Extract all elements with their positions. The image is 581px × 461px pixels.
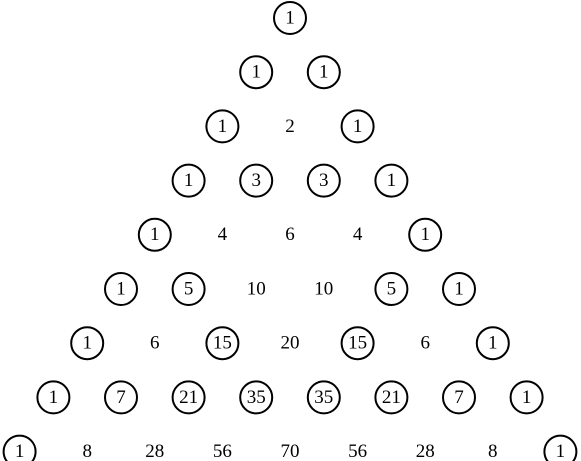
entry-circle: [340, 109, 375, 144]
entry-circle: [205, 326, 240, 361]
circled-entry-value: 15: [348, 333, 367, 354]
triangle-row-0: 1: [273, 1, 307, 35]
triangle-row-3: 1 3 3 1: [171, 163, 409, 198]
circled-entry-value: 1: [420, 224, 430, 245]
entry-circle: [408, 217, 443, 252]
entry-circle: [442, 380, 476, 415]
entry-circle: [104, 272, 138, 306]
entry-circle: [70, 326, 105, 361]
circled-entry-value: 1: [15, 441, 25, 461]
circled-entry-value: 15: [213, 333, 232, 354]
entry-circle: [273, 1, 307, 35]
circled-entry-value: 1: [251, 62, 261, 83]
entry-circle: [2, 434, 37, 461]
entry-value: 70: [281, 441, 300, 461]
entry-circle: [374, 272, 409, 306]
circled-entry-value: 1: [218, 116, 228, 137]
circled-entry-value: 1: [319, 62, 329, 83]
entry-value: 8: [488, 441, 498, 461]
entry-circle: [137, 217, 172, 252]
circled-entry-value: 5: [387, 278, 397, 299]
triangle-row-7: 1 7 21 35 35 21 7 1: [36, 380, 544, 415]
circled-entry-value: 35: [314, 387, 333, 408]
entry-value: 10: [314, 278, 333, 299]
entry-circle: [509, 380, 544, 415]
entry-circle: [171, 272, 206, 306]
circled-entry-value: 1: [150, 224, 160, 245]
entry-circle: [306, 380, 341, 415]
entry-circle: [340, 326, 375, 361]
triangle-row-5: 1 5 10 10 5 1: [104, 272, 476, 306]
circled-entry-value: 21: [382, 387, 401, 408]
circled-entry-value: 1: [387, 170, 397, 191]
circled-entry-value: 1: [488, 333, 498, 354]
entry-circle: [374, 163, 409, 198]
circled-entry-value: 3: [251, 170, 261, 191]
entry-circle: [104, 380, 138, 415]
entry-value: 6: [420, 333, 430, 354]
circled-entry-value: 1: [116, 278, 126, 299]
entry-value: 10: [247, 278, 266, 299]
triangle-row-2: 1 2 1: [205, 109, 375, 144]
circled-entry-value: 1: [353, 116, 363, 137]
entry-value: 2: [285, 116, 295, 137]
entry-circle: [306, 55, 341, 90]
entry-circle: [543, 434, 578, 461]
entry-value: 56: [348, 441, 367, 461]
circled-entry-value: 1: [82, 333, 92, 354]
circled-entry-value: 7: [116, 387, 126, 408]
entry-circle: [442, 272, 476, 306]
entry-circle: [205, 109, 240, 144]
entry-circle: [239, 380, 274, 415]
circled-entry-value: 1: [556, 441, 566, 461]
entry-value: 28: [416, 441, 435, 461]
circled-entry-value: 1: [285, 7, 295, 28]
entry-value: 6: [285, 224, 295, 245]
triangle-row-4: 1 4 6 4 1: [137, 217, 443, 252]
entry-value: 28: [145, 441, 164, 461]
circled-entry-value: 7: [454, 387, 464, 408]
entry-circle: [306, 163, 341, 198]
entry-value: 8: [82, 441, 92, 461]
entry-value: 20: [281, 333, 300, 354]
triangle-row-6: 1 6 15 20 15 6 1: [70, 326, 510, 361]
entry-circle: [171, 380, 206, 415]
circled-entry-value: 35: [247, 387, 266, 408]
circled-entry-value: 1: [184, 170, 194, 191]
triangle-row-8: 1 8 28 56 70 56 28 8 1: [2, 434, 578, 461]
entry-value: 6: [150, 333, 160, 354]
entry-value: 4: [218, 224, 228, 245]
entry-circle: [475, 326, 510, 361]
circled-entry-value: 1: [522, 387, 532, 408]
circled-entry-value: 1: [49, 387, 59, 408]
entry-value: 56: [213, 441, 232, 461]
circled-entry-value: 21: [179, 387, 198, 408]
circled-entry-value: 3: [319, 170, 329, 191]
entry-circle: [239, 55, 274, 90]
entry-circle: [171, 163, 206, 198]
entry-circle: [239, 163, 274, 198]
circled-entry-value: 5: [184, 278, 194, 299]
entry-circle: [374, 380, 409, 415]
entry-value: 4: [353, 224, 363, 245]
circled-entry-value: 1: [454, 278, 464, 299]
entry-circle: [36, 380, 71, 415]
